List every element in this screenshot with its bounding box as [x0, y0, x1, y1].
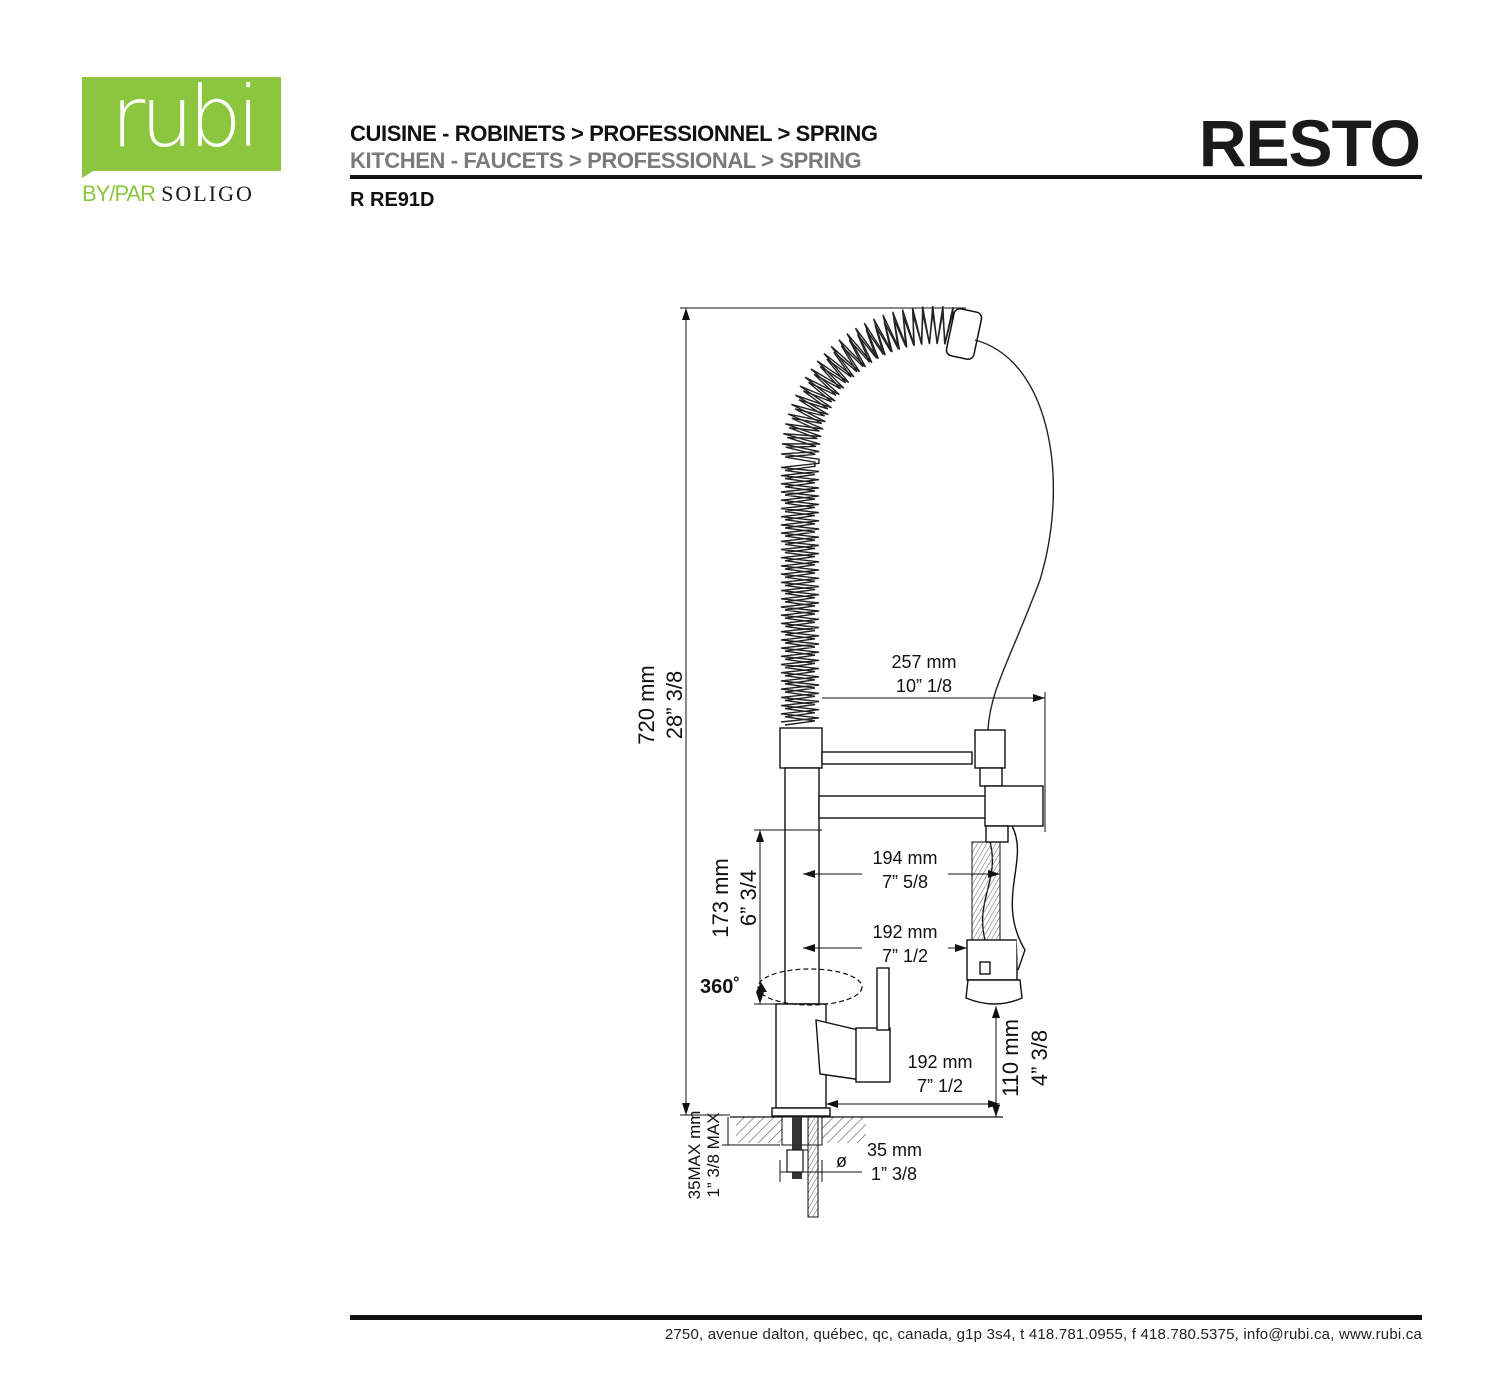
spring-reach-dimension: 257 mm 10” 1/8 — [822, 652, 1046, 832]
maker-name: SOLIGO — [161, 181, 254, 206]
base-reach-in: 7” 1/2 — [917, 1076, 963, 1096]
total-height-in: 28” 3/8 — [662, 671, 687, 740]
base-reach-dimension: 192 mm 7” 1/2 — [826, 1052, 1000, 1108]
rotation-indicator: 360˚ — [700, 968, 863, 1006]
footer-divider — [350, 1315, 1422, 1320]
spray-height-mm: 110 mm — [998, 1019, 1023, 1097]
upper-reach-mm: 194 mm — [872, 848, 937, 868]
hole-diameter-dimension: ø 35 mm 1” 3/8 — [779, 1140, 922, 1184]
spout-height-mm: 173 mm — [708, 858, 733, 937]
spout-height-in: 6” 3/4 — [736, 870, 761, 926]
total-height-dimension: 720 mm 28” 3/8 — [634, 307, 966, 1116]
spray-height-dimension: 110 mm 4” 3/8 — [992, 1006, 1052, 1117]
hole-in: 1” 3/8 — [871, 1164, 917, 1184]
spring-reach-mm: 257 mm — [891, 652, 956, 672]
header-divider — [350, 175, 1422, 179]
deck-max-in: 1” 3/8 MAX — [704, 1112, 723, 1197]
spring-coil — [780, 305, 983, 726]
rotation-label: 360˚ — [700, 975, 740, 998]
base-reach-mm: 192 mm — [907, 1052, 972, 1072]
category-breadcrumb-fr: CUISINE - ROBINETS > PROFESSIONNEL > SPR… — [350, 121, 878, 146]
spout-height-dimension: 173 mm 6” 3/4 — [708, 829, 822, 1005]
total-height-mm: 720 mm — [634, 665, 659, 744]
model-number: R RE91D — [350, 189, 435, 211]
product-title: RESTO — [1198, 106, 1421, 180]
deck-max-mm: 35MAX mm — [685, 1111, 704, 1200]
spring-reach-in: 10” 1/8 — [896, 676, 952, 696]
logo-wordmark: rubi — [110, 68, 260, 166]
brand-logo — [82, 77, 281, 171]
mid-reach-dimension: 192 mm 7” 1/2 — [803, 922, 967, 966]
upper-reach-in: 7” 5/8 — [882, 872, 928, 892]
faucet-body — [771, 727, 1044, 1117]
brand-byline: BY/PAR SOLIGO — [82, 180, 254, 208]
mid-reach-in: 7” 1/2 — [882, 946, 928, 966]
sprayer-hose-fill — [971, 841, 1001, 941]
upper-reach-dimension: 194 mm 7” 5/8 — [803, 848, 1000, 892]
deck-thickness-dimension: 35MAX mm 1” 3/8 MAX — [685, 1111, 780, 1200]
mid-reach-mm: 192 mm — [872, 922, 937, 942]
category-breadcrumb-en: KITCHEN - FAUCETS > PROFESSIONAL > SPRIN… — [350, 148, 862, 173]
spray-height-in: 4” 3/8 — [1027, 1030, 1052, 1086]
by-par-label: BY/PAR — [82, 181, 156, 206]
sprayer-hose — [974, 339, 1055, 731]
countertop-section — [730, 1116, 1003, 1218]
logo-speech-tail — [82, 168, 98, 178]
hole-diameter-symbol: ø — [836, 1151, 847, 1171]
hole-mm: 35 mm — [867, 1140, 922, 1160]
company-address: 2750, avenue dalton, québec, qc, canada,… — [664, 1326, 1422, 1343]
